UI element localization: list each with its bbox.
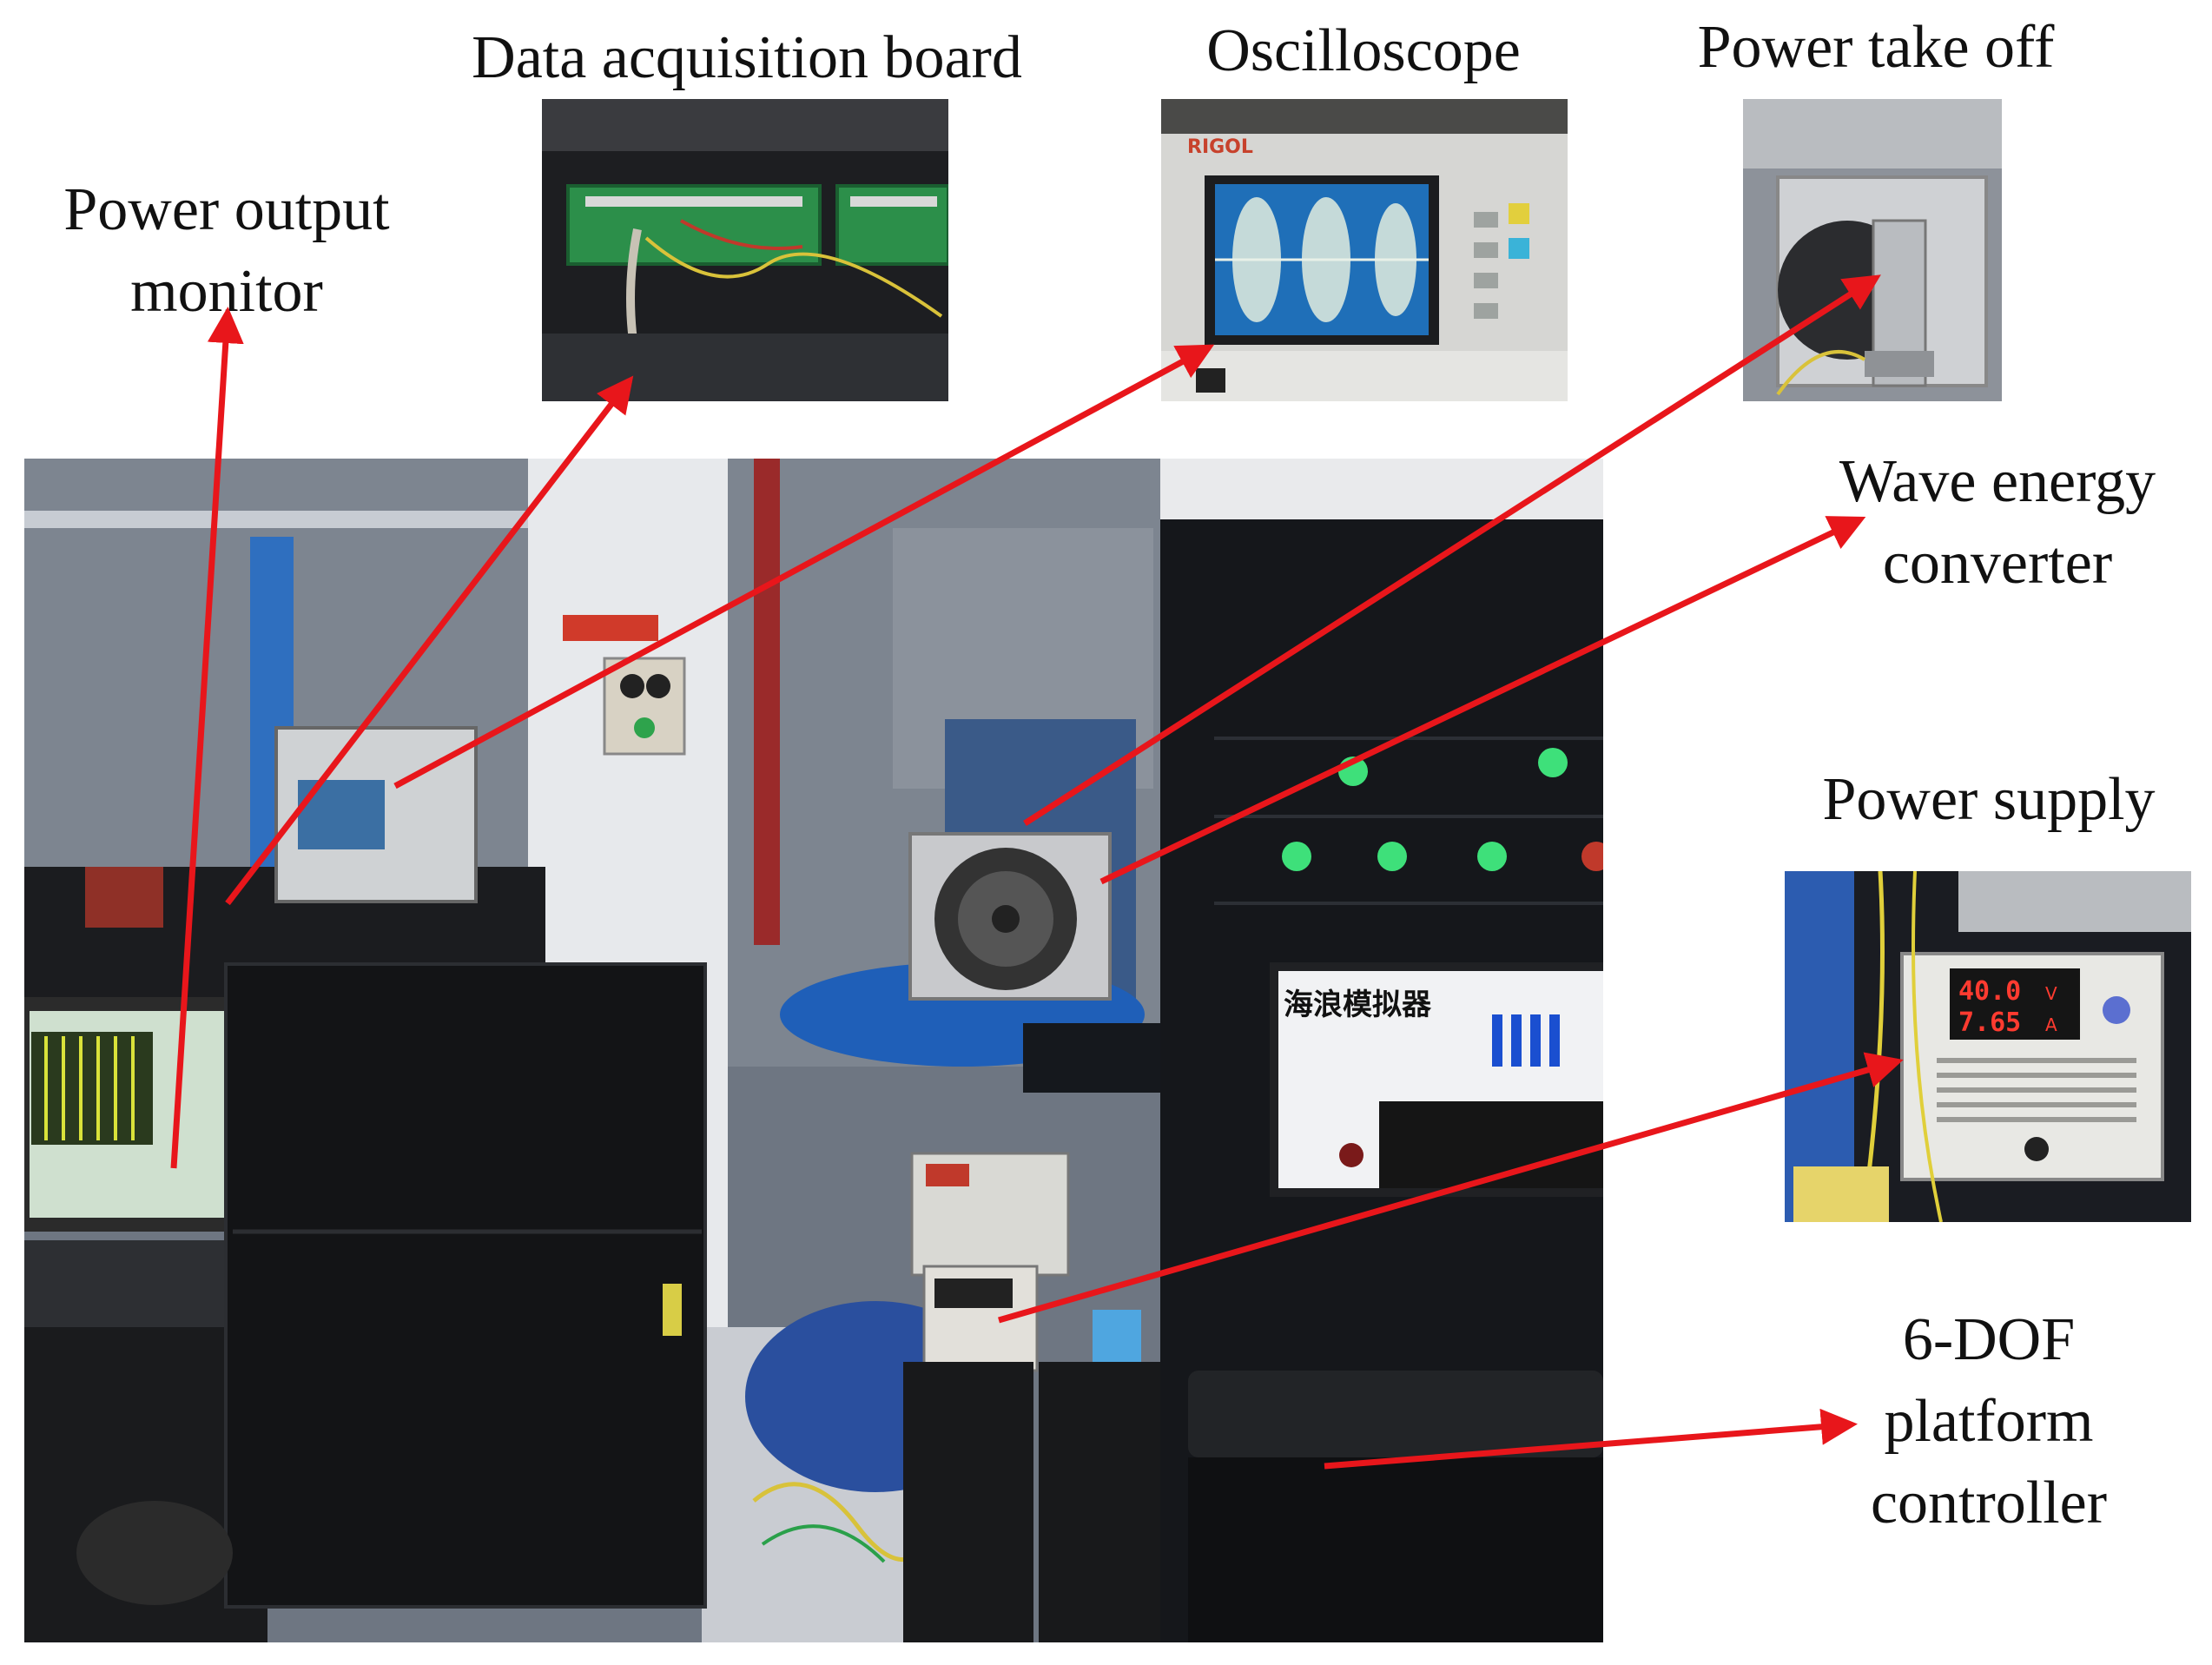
- arrow-6dof-controller: [1324, 1408, 1858, 1470]
- label-wave-energy-converter-line2: converter: [1882, 530, 2113, 597]
- arrow-power-take-off: [1023, 274, 1881, 826]
- current-readout: 7.65: [1958, 1008, 2021, 1038]
- label-oscilloscope: Oscilloscope: [1206, 17, 1521, 84]
- software-title-text: 海浪模拟器: [1284, 988, 1432, 1022]
- current-unit: A: [2045, 1014, 2057, 1035]
- voltage-unit: V: [2045, 983, 2057, 1004]
- label-6dof-line1: 6-DOF: [1902, 1306, 2076, 1373]
- arrow-oscilloscope: [393, 344, 1215, 790]
- data-acquisition-board-photo: [542, 99, 948, 401]
- label-wave-energy-converter-line1: Wave energy: [1839, 448, 2156, 515]
- label-wave-energy-converter: Wave energy converter: [1789, 441, 2206, 605]
- power-supply-photo: 40.0 V 7.65 A: [1785, 871, 2191, 1222]
- label-6dof-line3: controller: [1870, 1470, 2108, 1536]
- label-6dof-line2: platform: [1884, 1388, 2094, 1455]
- label-power-supply: Power supply: [1822, 766, 2156, 833]
- label-data-acquisition-board: Data acquisition board: [472, 24, 1022, 91]
- arrow-data-acquisition-board: [225, 375, 634, 906]
- arrow-power-supply: [998, 1052, 1904, 1324]
- arrow-wave-energy-converter: [1099, 516, 1866, 885]
- oscilloscope-photo: RIGOL: [1161, 99, 1568, 401]
- main-lab-photo: 海浪模拟器: [24, 459, 1603, 1642]
- label-power-take-off: Power take off: [1697, 14, 2055, 81]
- label-6dof-platform-controller: 6-DOF platform controller: [1789, 1299, 2189, 1544]
- voltage-readout: 40.0: [1958, 976, 2021, 1007]
- oscilloscope-brand: RIGOL: [1187, 136, 1253, 158]
- arrow-power-output-monitor: [170, 307, 244, 1169]
- label-power-output-monitor-line1: Power output: [63, 176, 390, 243]
- power-take-off-photo: [1743, 99, 2002, 401]
